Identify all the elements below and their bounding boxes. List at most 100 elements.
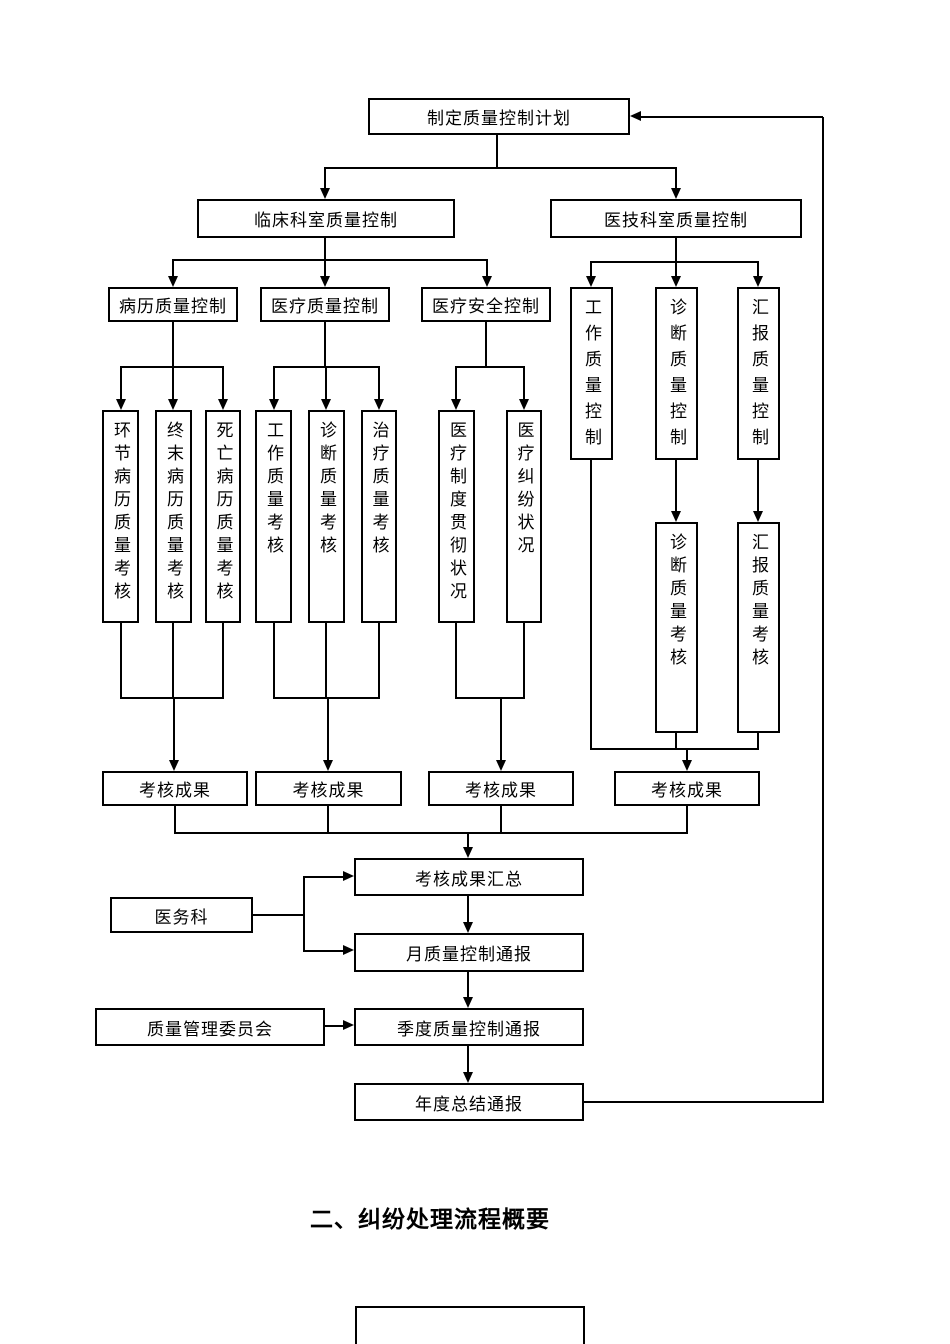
connector-line — [455, 366, 524, 368]
connector-line — [523, 623, 525, 699]
connector-line — [590, 748, 759, 750]
arrowhead-down-icon — [753, 511, 763, 522]
connector-line — [172, 366, 174, 399]
connector-line — [496, 135, 498, 167]
arrowhead-down-icon — [269, 399, 279, 410]
node-report-assess-right: 汇报质量考核 — [737, 522, 780, 733]
arrowhead-right-icon — [343, 945, 354, 955]
arrowhead-down-icon — [168, 276, 178, 287]
connector-line — [172, 259, 174, 276]
connector-line — [327, 806, 329, 834]
connector-line — [500, 806, 502, 834]
connector-line — [324, 322, 326, 366]
node-work-qc-vertical: 工作质量控制 — [570, 287, 613, 460]
connector-line — [455, 623, 457, 699]
node-report-qc-vertical: 汇报质量控制 — [737, 287, 780, 460]
arrowhead-down-icon — [374, 399, 384, 410]
connector-line — [253, 914, 305, 916]
node-summary: 考核成果汇总 — [354, 858, 584, 896]
connector-line — [172, 623, 174, 699]
connector-line — [325, 623, 327, 699]
connector-line — [222, 623, 224, 699]
connector-line — [500, 697, 502, 760]
connector-line — [686, 806, 688, 834]
node-monthly: 月质量控制通报 — [354, 933, 584, 972]
connector-line — [467, 972, 469, 997]
arrowhead-down-icon — [753, 276, 763, 287]
arrowhead-down-icon — [321, 399, 331, 410]
arrowhead-down-icon — [116, 399, 126, 410]
connector-line — [675, 261, 677, 276]
connector-line — [324, 167, 326, 189]
node-diag-assess: 诊断质量考核 — [308, 410, 345, 623]
connector-line — [324, 259, 326, 276]
connector-line — [590, 261, 759, 263]
arrowhead-down-icon — [218, 399, 228, 410]
node-work-assess: 工作质量考核 — [255, 410, 292, 623]
arrowhead-down-icon — [519, 399, 529, 410]
connector-line — [273, 366, 275, 399]
connector-line — [173, 697, 175, 760]
connector-line — [324, 167, 677, 169]
node-clinical: 临床科室质量控制 — [197, 199, 455, 238]
node-plan: 制定质量控制计划 — [368, 98, 630, 135]
node-link-record-assess: 环节病历质量考核 — [102, 410, 139, 623]
arrowhead-down-icon — [320, 188, 330, 199]
node-result-3: 考核成果 — [428, 771, 574, 806]
connector-line — [378, 623, 380, 699]
connector-line — [467, 1046, 469, 1072]
connector-line — [590, 460, 592, 750]
connector-line — [324, 238, 326, 259]
connector-line — [467, 896, 469, 922]
node-dispute-status: 医疗纠纷状况 — [506, 410, 542, 623]
connector-line — [273, 623, 275, 699]
connector-line — [641, 116, 823, 118]
arrowhead-down-icon — [169, 760, 179, 771]
arrowhead-left-icon — [630, 111, 641, 121]
node-final-record-assess: 终末病历质量考核 — [155, 410, 192, 623]
arrowhead-down-icon — [463, 1072, 473, 1083]
connector-line — [222, 366, 224, 399]
connector-line — [467, 832, 469, 847]
arrowhead-down-icon — [463, 922, 473, 933]
connector-line — [675, 167, 677, 189]
connector-line — [325, 1025, 343, 1027]
arrowhead-down-icon — [463, 997, 473, 1008]
connector-line — [378, 366, 380, 399]
connector-line — [325, 366, 327, 399]
node-result-4: 考核成果 — [614, 771, 760, 806]
connector-line — [455, 697, 525, 699]
node-result-2: 考核成果 — [255, 771, 402, 806]
arrowhead-down-icon — [682, 760, 692, 771]
connector-line — [172, 322, 174, 366]
node-medical-qc: 医疗质量控制 — [260, 287, 390, 322]
node-diag-qc-vertical: 诊断质量控制 — [655, 287, 698, 460]
connector-line — [303, 876, 343, 878]
node-committee: 质量管理委员会 — [95, 1008, 325, 1046]
arrowhead-down-icon — [671, 276, 681, 287]
node-result-1: 考核成果 — [102, 771, 248, 806]
node-safety-qc: 医疗安全控制 — [421, 287, 551, 322]
connector-line — [120, 366, 122, 399]
connector-line — [757, 733, 759, 750]
connector-line — [486, 259, 488, 276]
connector-line — [327, 697, 329, 760]
arrowhead-right-icon — [343, 1020, 354, 1030]
arrowhead-down-icon — [671, 511, 681, 522]
connector-line — [120, 697, 224, 699]
connector-line — [675, 460, 677, 511]
connector-line — [455, 366, 457, 399]
connector-line — [757, 261, 759, 276]
node-death-record-assess: 死亡病历质量考核 — [205, 410, 241, 623]
node-diag-assess-right: 诊断质量考核 — [655, 522, 698, 733]
connector-line — [174, 806, 176, 834]
node-record-qc: 病历质量控制 — [108, 287, 238, 322]
arrowhead-down-icon — [463, 847, 473, 858]
connector-line — [172, 259, 488, 261]
connector-line — [757, 460, 759, 511]
arrowhead-down-icon — [320, 276, 330, 287]
arrowhead-down-icon — [482, 276, 492, 287]
connector-line — [273, 697, 380, 699]
arrowhead-down-icon — [451, 399, 461, 410]
